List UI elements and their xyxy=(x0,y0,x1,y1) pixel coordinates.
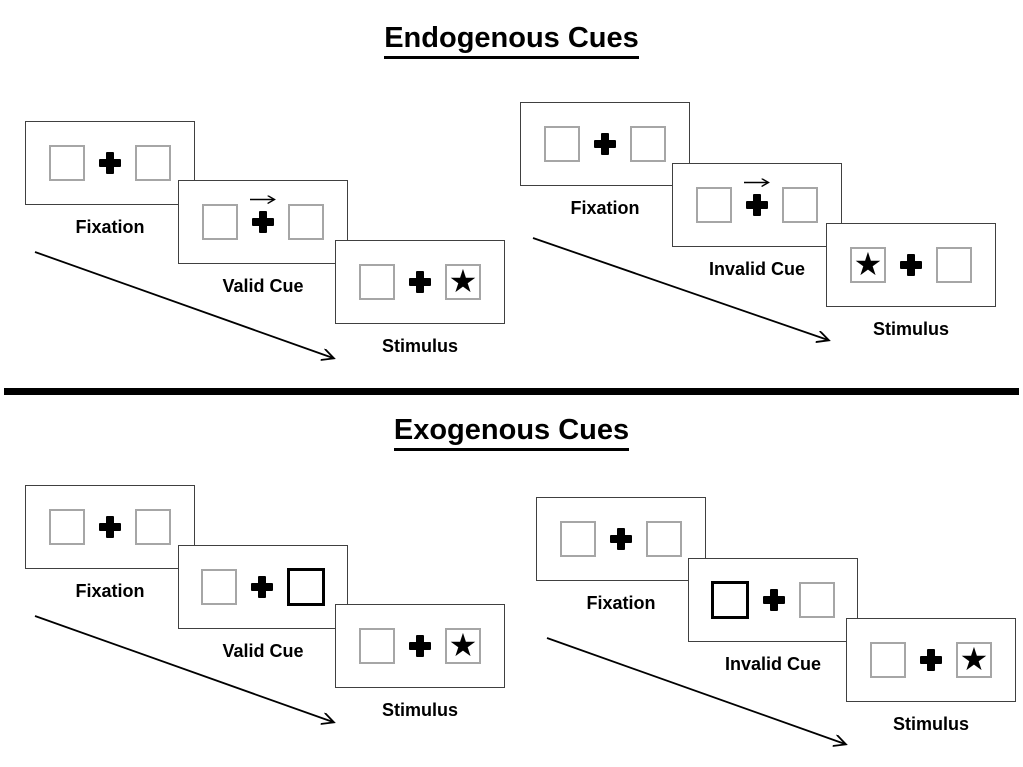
panel-label: Valid Cue xyxy=(222,276,304,296)
display-screen xyxy=(25,121,195,205)
panel-label: Stimulus xyxy=(892,714,970,734)
placeholder-box-left xyxy=(202,204,238,240)
display-screen xyxy=(25,485,195,569)
cue-arrow-icon xyxy=(744,178,771,187)
placeholder-box-right xyxy=(782,187,818,223)
target-box-right: ★ xyxy=(956,642,992,678)
fixation-cross-icon xyxy=(763,589,785,611)
target-box-right: ★ xyxy=(445,628,481,664)
panel-invalid-cue: Invalid Cue xyxy=(672,163,842,279)
star-stimulus-icon: ★ xyxy=(448,626,478,664)
panel-label: Stimulus xyxy=(872,319,950,339)
star-stimulus-icon: ★ xyxy=(448,262,478,300)
display-screen xyxy=(536,497,706,581)
cue-area xyxy=(250,211,274,233)
fixation-cross-icon xyxy=(594,133,616,155)
display-screen: ★ xyxy=(335,604,505,688)
section-title-endogenous: Endogenous Cues xyxy=(0,22,1023,60)
fixation-cross-icon xyxy=(610,528,632,550)
display-screen xyxy=(178,545,348,629)
panel-label: Invalid Cue xyxy=(724,654,822,674)
timeline-arrow xyxy=(532,237,840,350)
cue-highlight-box-right xyxy=(287,568,325,606)
placeholder-box-right xyxy=(630,126,666,162)
panel-fixation: Fixation xyxy=(536,497,706,613)
display-screen xyxy=(520,102,690,186)
fixation-cross-icon xyxy=(746,194,768,216)
panel-stimulus: ★ Stimulus xyxy=(335,604,505,720)
panel-label: Invalid Cue xyxy=(708,259,806,279)
panel-stimulus: ★ Stimulus xyxy=(335,240,505,356)
panel-label: Valid Cue xyxy=(222,641,304,661)
panel-fixation: Fixation xyxy=(25,121,195,237)
placeholder-box-left xyxy=(359,628,395,664)
display-screen: ★ xyxy=(335,240,505,324)
cue-highlight-box-left xyxy=(711,581,749,619)
star-stimulus-icon: ★ xyxy=(959,640,989,678)
placeholder-box-right xyxy=(135,509,171,545)
panel-label: Fixation xyxy=(75,581,145,601)
panel-valid-cue: Valid Cue xyxy=(178,545,348,661)
panel-label: Fixation xyxy=(75,217,145,237)
target-box-right: ★ xyxy=(445,264,481,300)
panel-label: Stimulus xyxy=(381,336,459,356)
placeholder-box-left xyxy=(201,569,237,605)
fixation-cross-icon xyxy=(99,152,121,174)
placeholder-box-right xyxy=(936,247,972,283)
timeline-arrow xyxy=(34,251,345,370)
panel-label: Stimulus xyxy=(381,700,459,720)
panel-label: Fixation xyxy=(586,593,656,613)
display-screen xyxy=(688,558,858,642)
timeline-arrow xyxy=(34,615,345,734)
fixation-cross-icon xyxy=(900,254,922,276)
panel-invalid-cue: Invalid Cue xyxy=(688,558,858,674)
display-screen xyxy=(178,180,348,264)
cue-arrow-icon xyxy=(250,195,277,204)
placeholder-box-left xyxy=(49,509,85,545)
fixation-cross-icon xyxy=(99,516,121,538)
panel-fixation: Fixation xyxy=(520,102,690,218)
placeholder-box-left xyxy=(696,187,732,223)
placeholder-box-left xyxy=(870,642,906,678)
panel-valid-cue: Valid Cue xyxy=(178,180,348,296)
section-divider xyxy=(4,388,1019,395)
fixation-cross-icon xyxy=(252,211,274,233)
cue-area xyxy=(744,194,768,216)
panel-stimulus: ★ Stimulus xyxy=(826,223,996,339)
fixation-cross-icon xyxy=(409,635,431,657)
star-stimulus-icon: ★ xyxy=(853,245,883,283)
placeholder-box-right xyxy=(799,582,835,618)
section-title-text: Endogenous Cues xyxy=(384,22,639,60)
placeholder-box-left xyxy=(560,521,596,557)
section-title-exogenous: Exogenous Cues xyxy=(0,414,1023,452)
placeholder-box-left xyxy=(359,264,395,300)
display-screen: ★ xyxy=(846,618,1016,702)
fixation-cross-icon xyxy=(920,649,942,671)
timeline-arrow xyxy=(546,637,855,756)
panel-fixation: Fixation xyxy=(25,485,195,601)
fixation-cross-icon xyxy=(409,271,431,293)
display-screen xyxy=(672,163,842,247)
fixation-cross-icon xyxy=(251,576,273,598)
section-title-text: Exogenous Cues xyxy=(393,414,630,452)
placeholder-box-right xyxy=(646,521,682,557)
panel-label: Fixation xyxy=(570,198,640,218)
placeholder-box-left xyxy=(544,126,580,162)
placeholder-box-right xyxy=(288,204,324,240)
placeholder-box-left xyxy=(49,145,85,181)
display-screen: ★ xyxy=(826,223,996,307)
target-box-left: ★ xyxy=(850,247,886,283)
placeholder-box-right xyxy=(135,145,171,181)
panel-stimulus: ★ Stimulus xyxy=(846,618,1016,734)
